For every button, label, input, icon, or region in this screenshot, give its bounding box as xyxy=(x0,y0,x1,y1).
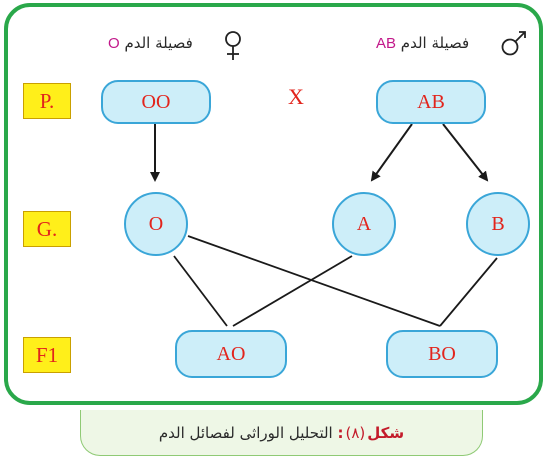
offspring-ao: AO xyxy=(175,330,287,378)
caption-label: شكل xyxy=(367,423,405,442)
generation-label-f1: F1 xyxy=(23,337,71,373)
caption-separator: : xyxy=(337,423,344,442)
caption-number: (٨) xyxy=(345,423,366,442)
cross-symbol: X xyxy=(288,84,304,109)
female-blood-type: O xyxy=(108,35,120,52)
male-label-text: فصيلة الدم xyxy=(396,34,470,52)
arrow-ab-to-a xyxy=(370,123,413,182)
line-o-to-bo xyxy=(187,235,441,327)
parent-female-genotype: OO xyxy=(101,80,211,124)
gamete-a: A xyxy=(332,192,396,256)
female-parent-label: فصيلة الدم O xyxy=(108,34,193,52)
parent-male-genotype: AB xyxy=(376,80,486,124)
male-symbol-icon xyxy=(501,31,526,56)
male-parent-label: فصيلة الدم AB xyxy=(376,34,469,52)
figure-caption: شكل (٨) : التحليل الوراثى لفصائل الدم xyxy=(80,410,483,456)
gamete-o: O xyxy=(124,192,188,256)
line-b-to-bo xyxy=(439,257,498,327)
gamete-b: B xyxy=(466,192,530,256)
generation-label-p: P. xyxy=(23,83,71,119)
female-label-text: فصيلة الدم xyxy=(119,34,193,52)
arrow-ab-to-b xyxy=(442,123,489,182)
male-blood-type: AB xyxy=(376,35,397,52)
line-o-to-ao xyxy=(173,255,228,327)
offspring-bo: BO xyxy=(386,330,498,378)
line-a-to-ao xyxy=(232,255,353,327)
caption-text: التحليل الوراثى لفصائل الدم xyxy=(158,423,338,442)
generation-label-g: G. xyxy=(23,211,71,247)
female-symbol-icon xyxy=(225,31,241,60)
